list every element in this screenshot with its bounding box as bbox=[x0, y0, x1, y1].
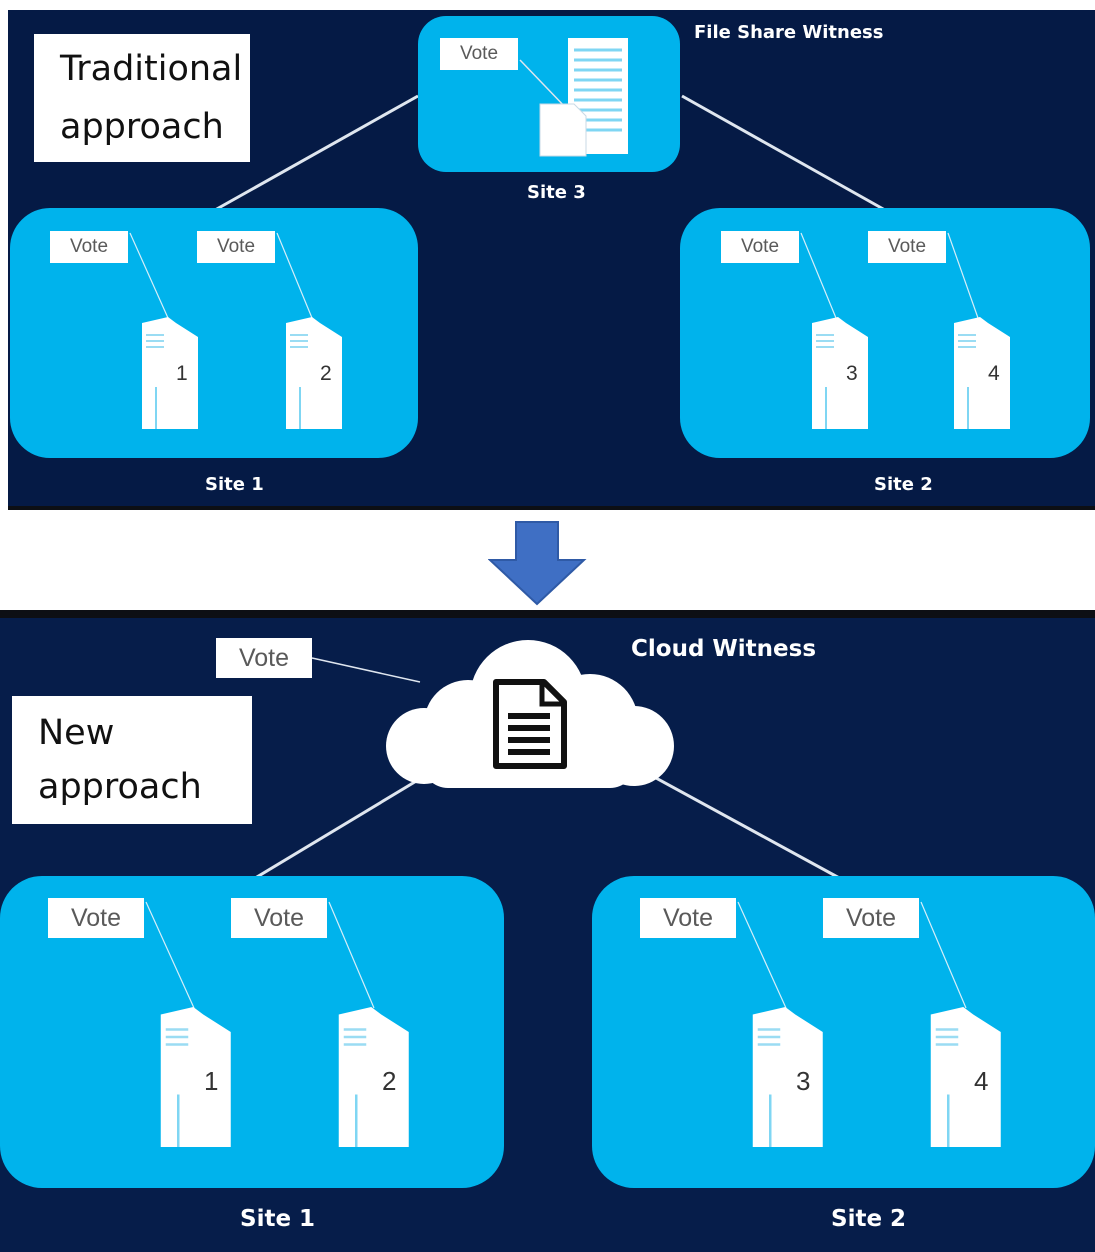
site2-vote-lines bbox=[737, 901, 967, 1009]
node3-vote-label: Vote bbox=[721, 231, 799, 263]
document-icon bbox=[493, 679, 567, 769]
site2-vote-lines bbox=[800, 232, 979, 319]
node4-number: 4 bbox=[988, 362, 1000, 385]
new-approach-panel: Vote Cloud Witness New approach Vote Vot… bbox=[0, 610, 1095, 1252]
node1-number: 1 bbox=[204, 1066, 219, 1096]
server-node1-icon bbox=[142, 317, 198, 429]
site1-vote-lines bbox=[145, 901, 375, 1009]
node3-vote-label: Vote bbox=[640, 898, 736, 938]
witness-vote-label: Vote bbox=[216, 638, 312, 678]
node2-number: 2 bbox=[382, 1066, 397, 1096]
node1-vote-label: Vote bbox=[48, 898, 144, 938]
file-server-icon bbox=[539, 38, 628, 157]
node4-vote-label: Vote bbox=[868, 231, 946, 263]
site3-caption: Site 3 bbox=[527, 182, 586, 203]
server-node3-icon bbox=[752, 1007, 823, 1147]
site2-caption: Site 2 bbox=[831, 1206, 907, 1232]
site2-caption: Site 2 bbox=[874, 474, 933, 495]
node4-vote-label: Vote bbox=[823, 898, 919, 938]
witness-vote-label: Vote bbox=[440, 38, 518, 70]
down-arrow-icon bbox=[488, 521, 587, 606]
node2-vote-label: Vote bbox=[197, 231, 275, 263]
node1-number: 1 bbox=[176, 362, 188, 385]
server-node4-icon bbox=[930, 1007, 1001, 1147]
connector-lines bbox=[251, 657, 844, 882]
node3-number: 3 bbox=[846, 362, 858, 385]
server-node2-icon bbox=[286, 317, 342, 429]
cloud-witness-title: Cloud Witness bbox=[631, 636, 817, 662]
new-approach-label: New approach bbox=[12, 696, 252, 824]
traditional-approach-label: Traditional approach bbox=[34, 34, 250, 162]
file-share-witness-title: File Share Witness bbox=[694, 22, 884, 43]
traditional-approach-panel: Traditional approach Vote File Share Wit… bbox=[8, 10, 1095, 510]
node3-number: 3 bbox=[796, 1066, 811, 1096]
site1-caption: Site 1 bbox=[240, 1206, 316, 1232]
connector-lines bbox=[214, 94, 886, 212]
server-node2-icon bbox=[338, 1007, 409, 1147]
server-node4-icon bbox=[954, 317, 1010, 429]
node2-vote-label: Vote bbox=[231, 898, 327, 938]
node1-vote-label: Vote bbox=[50, 231, 128, 263]
node2-number: 2 bbox=[320, 362, 332, 385]
site1-vote-lines bbox=[129, 232, 313, 319]
site1-caption: Site 1 bbox=[205, 474, 264, 495]
server-node3-icon bbox=[812, 317, 868, 429]
node4-number: 4 bbox=[974, 1066, 989, 1096]
server-node1-icon bbox=[160, 1007, 231, 1147]
